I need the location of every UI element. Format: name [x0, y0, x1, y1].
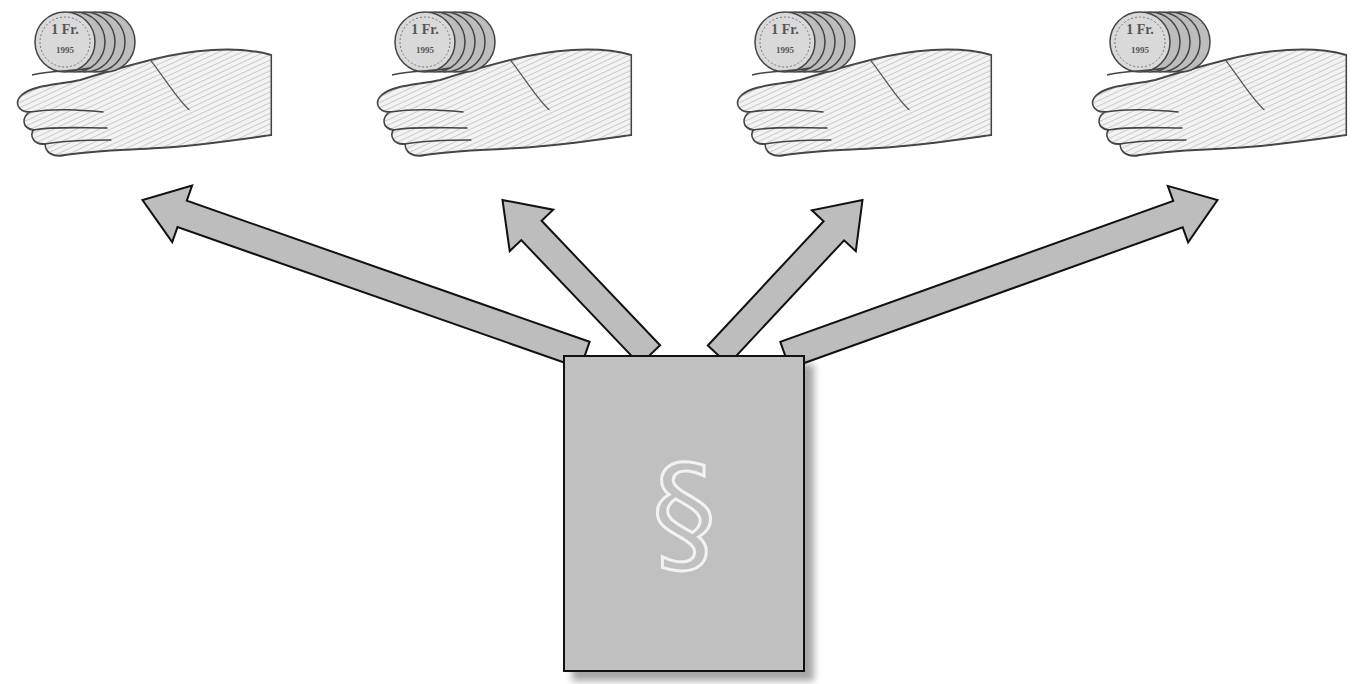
hand-with-coins: 1 Fr. 1995 — [10, 0, 275, 200]
coin-inscription: 1995 — [755, 45, 815, 55]
block-arrow — [503, 200, 661, 365]
law-document: § — [563, 355, 805, 672]
block-arrow — [780, 186, 1217, 368]
coin-inscription: 1 Fr. — [1110, 22, 1170, 38]
hand-illustration — [370, 0, 635, 170]
hand-illustration — [1085, 0, 1350, 170]
hand-illustration — [10, 0, 275, 170]
hand-with-coins: 1 Fr. 1995 — [1085, 0, 1350, 200]
coin-inscription: 1 Fr. — [395, 22, 455, 38]
block-arrow-shape — [780, 186, 1217, 368]
coin-inscription: 1995 — [1110, 45, 1170, 55]
hand-with-coins: 1 Fr. 1995 — [730, 0, 995, 200]
coin-inscription: 1995 — [35, 45, 95, 55]
hand-with-coins: 1 Fr. 1995 — [370, 0, 635, 200]
coin-inscription: 1 Fr. — [755, 22, 815, 38]
hand-illustration — [730, 0, 995, 170]
paragraph-sign: § — [652, 449, 717, 579]
coin-inscription: 1 Fr. — [35, 22, 95, 38]
coin-inscription: 1995 — [395, 45, 455, 55]
block-arrow-shape — [503, 200, 661, 365]
